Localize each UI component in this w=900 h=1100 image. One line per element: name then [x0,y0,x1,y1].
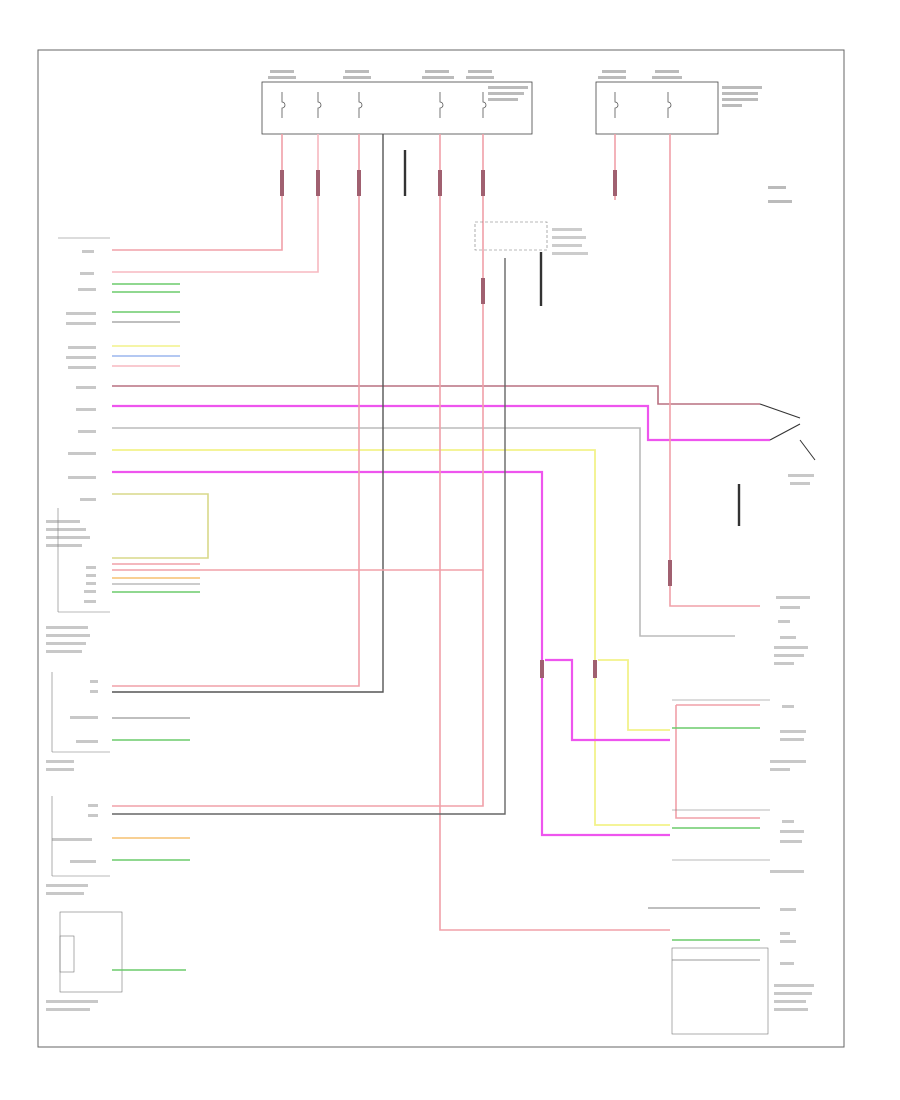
switch-right [759,403,816,461]
wire-darkred-1 [112,385,760,405]
wire-black-2 [112,258,506,815]
wire-red-7 [669,134,760,607]
wire-red-1 [112,134,283,251]
wire-magenta-2 [112,470,670,837]
wire-red-8 [675,705,760,819]
wire-label-marks [280,170,672,678]
wire-red-4 [112,134,484,571]
fuse-block-top [261,70,792,203]
connector-brackets [51,237,123,993]
wire-yellow-3 [598,659,670,731]
wires [112,134,770,971]
right-components [671,699,770,1035]
wire-black-1 [112,134,384,693]
right-text-bars [770,474,814,1011]
diagram-frame [37,49,845,1048]
wire-magenta-1 [112,404,770,442]
wire-pink-2 [112,134,319,273]
wire-red-5 [112,570,484,807]
wire-magenta-3 [545,658,670,742]
wire-red-2 [112,134,360,687]
wire-red-3 [439,134,670,931]
wire-gray-2 [112,427,735,637]
wire-yellow-2 [112,449,670,826]
ground-stubs [403,150,741,526]
relay-box [474,221,588,255]
left-connector-labels [46,250,98,1011]
wire-olive-1 [112,493,209,559]
